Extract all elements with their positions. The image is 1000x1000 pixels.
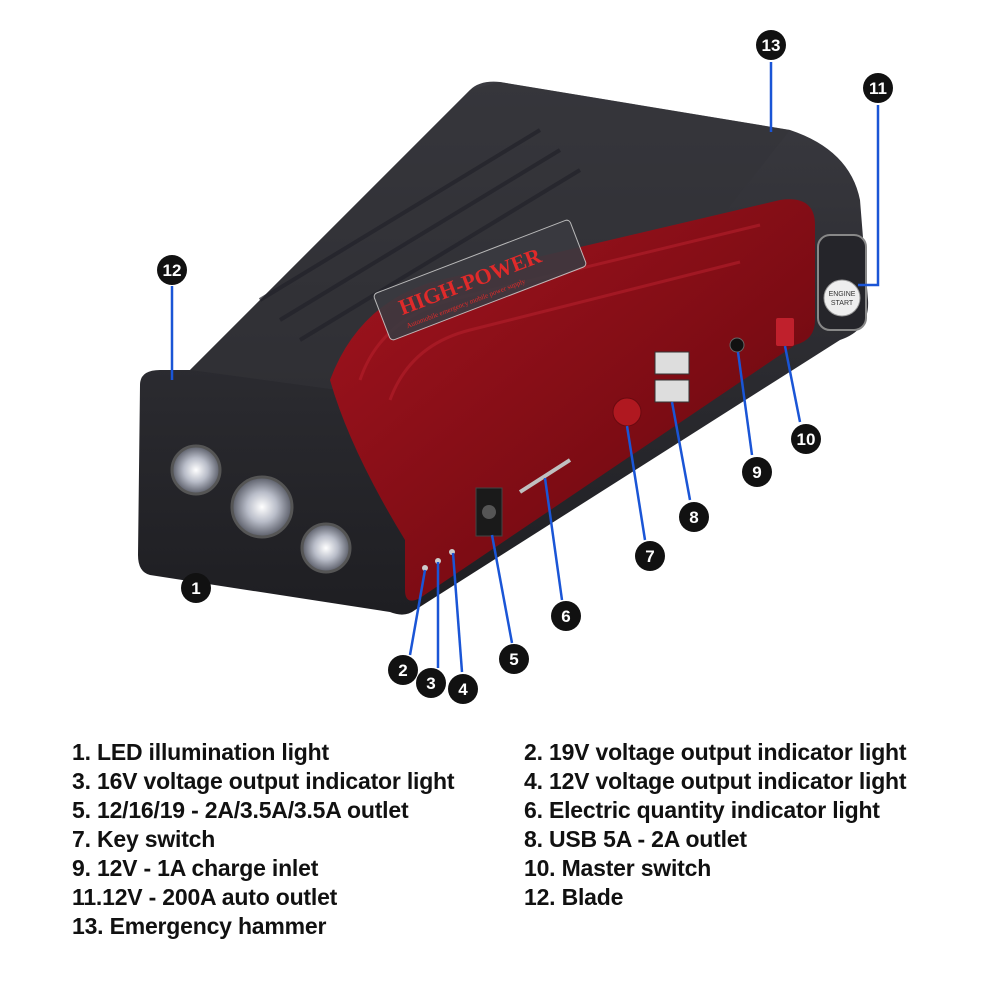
legend-item: 1. LED illumination light bbox=[72, 739, 329, 765]
legend-item: 5. 12/16/19 - 2A/3.5A/3.5A outlet bbox=[72, 797, 409, 823]
callout-10: 10 bbox=[791, 424, 821, 454]
callout-4: 4 bbox=[448, 674, 478, 704]
led-lights bbox=[170, 444, 352, 574]
legend-left-column: 1. LED illumination light 3. 16V voltage… bbox=[72, 738, 455, 941]
product-diagram: HIGH-POWER Automobile emergency mobile p… bbox=[138, 30, 893, 704]
svg-text:4: 4 bbox=[458, 680, 468, 699]
svg-text:7: 7 bbox=[645, 547, 654, 566]
svg-text:11: 11 bbox=[869, 79, 887, 98]
legend-item: 12. Blade bbox=[524, 884, 624, 910]
svg-text:1: 1 bbox=[191, 579, 200, 598]
legend-item: 6. Electric quantity indicator light bbox=[524, 797, 880, 823]
leader-lines bbox=[170, 62, 880, 673]
callout-3: 3 bbox=[416, 668, 446, 698]
legend-item: 8. USB 5A - 2A outlet bbox=[524, 826, 747, 852]
svg-text:3: 3 bbox=[426, 674, 435, 693]
svg-text:6: 6 bbox=[561, 607, 570, 626]
engine-start-button: ENGINE START bbox=[817, 234, 867, 331]
legend-item: 10. Master switch bbox=[524, 855, 712, 881]
legend-item: 3. 16V voltage output indicator light bbox=[72, 768, 455, 794]
legend-item: 9. 12V - 1A charge inlet bbox=[72, 855, 319, 881]
legend-item: 13. Emergency hammer bbox=[72, 913, 327, 939]
svg-text:ENGINE: ENGINE bbox=[829, 291, 856, 298]
legend-item: 4. 12V voltage output indicator light bbox=[524, 768, 907, 794]
callout-13: 13 bbox=[756, 30, 786, 60]
legend-right-column: 2. 19V voltage output indicator light 4.… bbox=[524, 738, 907, 912]
legend-item: 11.12V - 200A auto outlet bbox=[72, 884, 338, 910]
svg-text:9: 9 bbox=[752, 463, 761, 482]
svg-text:13: 13 bbox=[762, 36, 781, 55]
callout-6: 6 bbox=[551, 601, 581, 631]
svg-text:12: 12 bbox=[163, 261, 182, 280]
callout-8: 8 bbox=[679, 502, 709, 532]
callout-2: 2 bbox=[388, 655, 418, 685]
svg-text:8: 8 bbox=[689, 508, 698, 527]
callout-9: 9 bbox=[742, 457, 772, 487]
legend-item: 7. Key switch bbox=[72, 826, 216, 852]
svg-text:5: 5 bbox=[509, 650, 518, 669]
svg-text:2: 2 bbox=[398, 661, 407, 680]
callout-5: 5 bbox=[499, 644, 529, 674]
callout-12: 12 bbox=[157, 255, 187, 285]
callout-11: 11 bbox=[863, 73, 893, 103]
svg-text:START: START bbox=[831, 300, 854, 307]
callout-7: 7 bbox=[635, 541, 665, 571]
svg-text:10: 10 bbox=[797, 430, 816, 449]
jump-starter-body: HIGH-POWER Automobile emergency mobile p… bbox=[138, 81, 869, 615]
callout-1: 1 bbox=[181, 573, 211, 603]
legend-item: 2. 19V voltage output indicator light bbox=[524, 739, 907, 765]
